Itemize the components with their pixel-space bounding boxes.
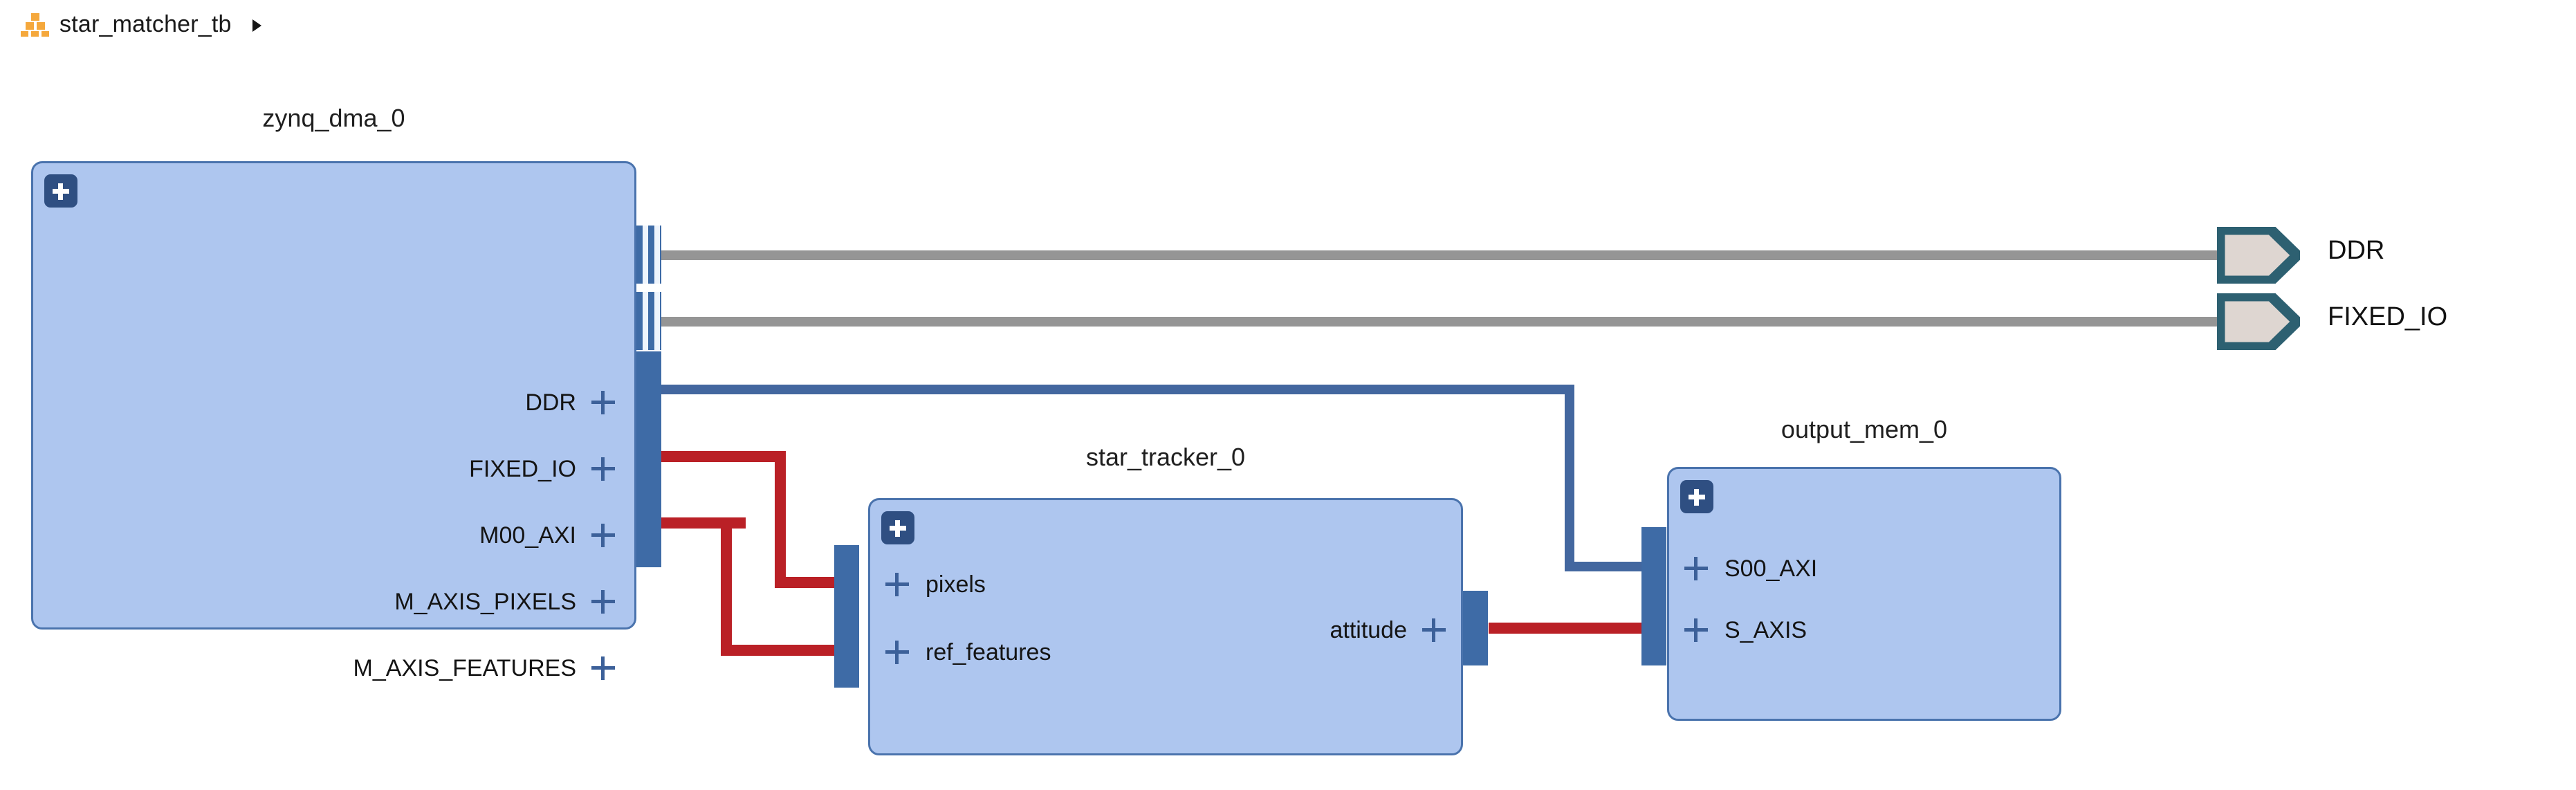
- plus-icon[interactable]: [1684, 618, 1708, 642]
- wire-m00-axi-h1[interactable]: [661, 385, 1574, 394]
- plus-icon[interactable]: [591, 590, 615, 614]
- ip-block-zynq-dma-0[interactable]: DDR FIXED_IO M00_AXI M_AXIS_PIXELS M_AXI…: [31, 161, 636, 681]
- port-m-axis-features[interactable]: M_AXIS_FEATURES: [353, 653, 615, 683]
- breadcrumb: star_matcher_tb: [21, 6, 261, 43]
- port-ref-features[interactable]: ref_features: [885, 637, 1051, 668]
- wire-fixed-io[interactable]: [661, 317, 2221, 327]
- pin-ref-features[interactable]: [834, 613, 859, 688]
- plus-icon[interactable]: [591, 391, 615, 414]
- plus-icon[interactable]: [591, 457, 615, 481]
- wire-features-v[interactable]: [721, 517, 732, 656]
- external-port-label-fixed-io: FIXED_IO: [2328, 302, 2448, 331]
- wire-ddr[interactable]: [661, 250, 2221, 260]
- port-label: ref_features: [926, 639, 1051, 665]
- wire-pixels-h1[interactable]: [661, 451, 786, 462]
- port-s00-axi[interactable]: S00_AXI: [1684, 553, 1817, 584]
- port-pixels[interactable]: pixels: [885, 569, 986, 600]
- block-title-zynq-dma: zynq_dma_0: [262, 104, 405, 132]
- pin-s-axis[interactable]: [1641, 591, 1666, 665]
- pin-s00-axi[interactable]: [1641, 527, 1666, 603]
- block-title-output-mem: output_mem_0: [1781, 415, 1948, 443]
- wire-m00-axi-v[interactable]: [1565, 385, 1574, 571]
- external-interface-port-icon-fixed-io[interactable]: [2217, 293, 2300, 350]
- pin-pixels[interactable]: [834, 545, 859, 620]
- wire-pixels-v[interactable]: [775, 451, 786, 588]
- port-ddr[interactable]: DDR: [525, 387, 615, 418]
- port-label: S00_AXI: [1724, 555, 1818, 582]
- port-attitude[interactable]: attitude: [1330, 615, 1446, 645]
- plus-icon[interactable]: [1422, 618, 1446, 642]
- wire-attitude[interactable]: [1489, 623, 1655, 634]
- wire-features-h2[interactable]: [721, 645, 859, 656]
- port-fixed-io[interactable]: FIXED_IO: [469, 454, 615, 484]
- block-title-star-tracker: star_tracker_0: [1085, 443, 1246, 471]
- plus-icon[interactable]: [885, 641, 909, 664]
- pin-m-axis-pixels[interactable]: [636, 425, 661, 499]
- external-interface-port-icon-ddr[interactable]: [2217, 227, 2300, 284]
- pin-m-axis-features[interactable]: [636, 493, 661, 567]
- port-s-axis[interactable]: S_AXIS: [1684, 615, 1807, 645]
- port-label: S_AXIS: [1724, 616, 1807, 643]
- hierarchy-blocks-icon: [21, 12, 50, 37]
- ip-block-output-mem-0[interactable]: S00_AXI S_AXIS: [1667, 467, 2061, 721]
- expand-plus-icon[interactable]: [1680, 480, 1713, 513]
- expand-plus-icon[interactable]: [44, 174, 77, 208]
- port-label: DDR: [525, 389, 576, 416]
- expand-plus-icon[interactable]: [881, 511, 914, 544]
- pin-ddr[interactable]: [636, 226, 661, 284]
- pin-fixed-io[interactable]: [636, 292, 661, 350]
- breadcrumb-label[interactable]: star_matcher_tb: [59, 10, 232, 37]
- plus-icon[interactable]: [591, 656, 615, 680]
- port-m-axis-pixels[interactable]: M_AXIS_PIXELS: [394, 587, 615, 617]
- port-m00-axi[interactable]: M00_AXI: [479, 520, 615, 551]
- wire-features-h1[interactable]: [661, 517, 746, 529]
- plus-icon[interactable]: [591, 524, 615, 547]
- external-port-label-ddr: DDR: [2328, 236, 2385, 265]
- port-label: M00_AXI: [479, 522, 576, 549]
- plus-icon[interactable]: [1684, 557, 1708, 580]
- port-label: M_AXIS_PIXELS: [394, 588, 576, 615]
- chevron-right-icon[interactable]: [252, 19, 261, 32]
- port-label: pixels: [926, 571, 986, 598]
- port-label: attitude: [1330, 616, 1407, 643]
- port-label: FIXED_IO: [469, 455, 576, 482]
- pin-attitude[interactable]: [1463, 591, 1488, 665]
- plus-icon[interactable]: [885, 573, 909, 596]
- port-label: M_AXIS_FEATURES: [353, 654, 576, 681]
- wire-m00-axi-h2[interactable]: [1565, 562, 1655, 571]
- pin-m00-axi[interactable]: [636, 351, 661, 428]
- ip-block-star-tracker-0[interactable]: pixels ref_features attitude: [868, 498, 1463, 755]
